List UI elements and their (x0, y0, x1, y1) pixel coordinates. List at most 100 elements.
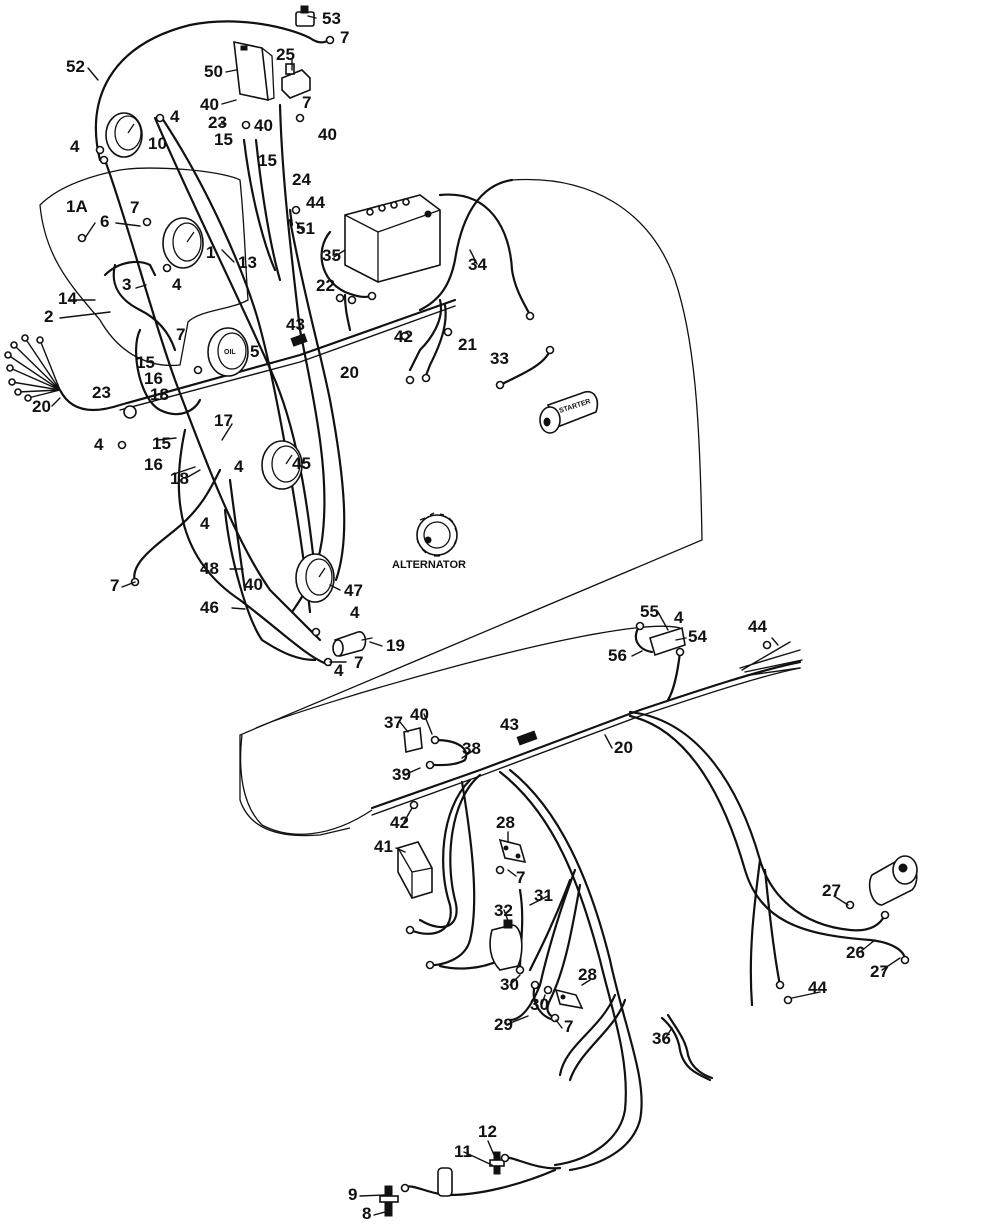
wire-main-lower-b (371, 667, 801, 816)
callout: 56 (608, 646, 627, 665)
gauge-47 (295, 553, 335, 603)
callout: 11 (454, 1142, 472, 1161)
callout: 2 (44, 307, 53, 326)
wire-lower-left-3 (428, 780, 476, 967)
callout: 15 (152, 434, 171, 453)
callout: 45 (292, 454, 311, 473)
cable-36-b (666, 1013, 714, 1080)
callout: 4 (172, 275, 182, 294)
bolt-9-8 (379, 1185, 399, 1217)
callout: 20 (340, 363, 359, 382)
wire-20-upper-b (119, 305, 456, 411)
callout: 4 (234, 457, 244, 476)
wire-dash-2 (112, 263, 177, 352)
callout: 15 (258, 151, 277, 170)
wire-44-upper (288, 208, 294, 227)
battery-35 (344, 194, 441, 283)
wire-31 (518, 888, 524, 972)
callout: 9 (348, 1185, 357, 1204)
wire-21-branch-b (423, 303, 447, 380)
callouts: 53 7 52 50 25 40 7 23 40 4 4 10 40 15 15… (32, 9, 889, 1223)
callout: 37 (384, 713, 403, 732)
callout: 4 (200, 514, 210, 533)
relay-25 (281, 63, 311, 99)
callout: 42 (394, 327, 413, 346)
connector-43-lower (516, 730, 538, 746)
wire-35 (320, 230, 374, 299)
callout: 27 (870, 962, 889, 981)
callout: 7 (340, 28, 349, 47)
callout: 52 (66, 57, 85, 76)
callout: 7 (176, 325, 185, 344)
wire-lower-right-2 (628, 714, 907, 962)
callout: 14 (58, 289, 77, 308)
wire-4-lower (223, 508, 317, 662)
callout: 7 (564, 1017, 573, 1036)
callout: 7 (110, 576, 119, 595)
callout: 7 (516, 868, 525, 887)
gauge-1 (162, 217, 204, 269)
gauge-10 (105, 112, 143, 158)
callout: 4 (674, 608, 684, 627)
wire-dash-3 (103, 260, 157, 277)
wire-48 (228, 478, 247, 592)
cylinder-part (437, 1167, 453, 1197)
callout: 47 (344, 581, 363, 600)
wire-lower-mid-2 (528, 878, 572, 972)
lower-frame-edge (239, 734, 373, 835)
regulator-50 (233, 40, 275, 102)
wire-main-diag-2 (153, 116, 320, 602)
callout: 24 (292, 170, 311, 189)
callout: 44 (808, 978, 827, 997)
harness-wires (58, 20, 907, 1197)
svg-text:OIL: OIL (224, 349, 236, 356)
callout: 23 (92, 383, 111, 402)
callout: 8 (362, 1204, 371, 1223)
leader-lines (51, 15, 901, 1216)
callout: 20 (32, 397, 51, 416)
callout: 42 (390, 813, 409, 832)
callout: 30 (500, 975, 519, 994)
wire-52 (94, 20, 332, 162)
callout: 23 (208, 113, 227, 132)
callout: 53 (322, 9, 341, 28)
callout: 39 (392, 765, 411, 784)
wire-main-diag-1 (103, 158, 322, 642)
callout: 7 (130, 198, 139, 217)
components: OIL STARTER (4, 5, 918, 1217)
wire-dash-14 (135, 328, 202, 416)
callout: 40 (200, 95, 219, 114)
callout: 26 (846, 943, 865, 962)
wire-lower-right-4 (763, 868, 782, 987)
dash-panel-outline (39, 167, 249, 367)
wire-46 (177, 428, 332, 667)
wire-lower-mid-3 (546, 883, 582, 1020)
callout: 22 (316, 276, 335, 295)
condenser-19 (332, 631, 373, 657)
wire-34 (418, 178, 514, 312)
callout: 18 (150, 385, 169, 404)
callout: 4 (334, 661, 344, 680)
plug-11-12 (489, 1151, 505, 1175)
callout: 4 (70, 137, 80, 156)
module-41 (397, 841, 433, 899)
callout: 17 (214, 411, 233, 430)
callout: 15 (214, 130, 233, 149)
callout: 12 (478, 1122, 497, 1141)
callout: 38 (462, 739, 481, 758)
wire-54-branch (666, 650, 682, 702)
bracket-28-lower (554, 988, 584, 1010)
wire-15b (254, 138, 282, 282)
callout: 28 (578, 965, 597, 984)
callout: 3 (122, 275, 131, 294)
callout: 13 (238, 253, 257, 272)
callout: 5 (250, 342, 259, 361)
wire-lower-mid-4 (568, 998, 627, 1082)
wire-15 (242, 138, 277, 272)
callout: 15 (136, 353, 155, 372)
gauge-5: OIL (207, 327, 249, 377)
cable-36 (660, 1016, 712, 1082)
wiper-motor-27 (868, 855, 918, 906)
wire-9 (403, 1168, 557, 1197)
